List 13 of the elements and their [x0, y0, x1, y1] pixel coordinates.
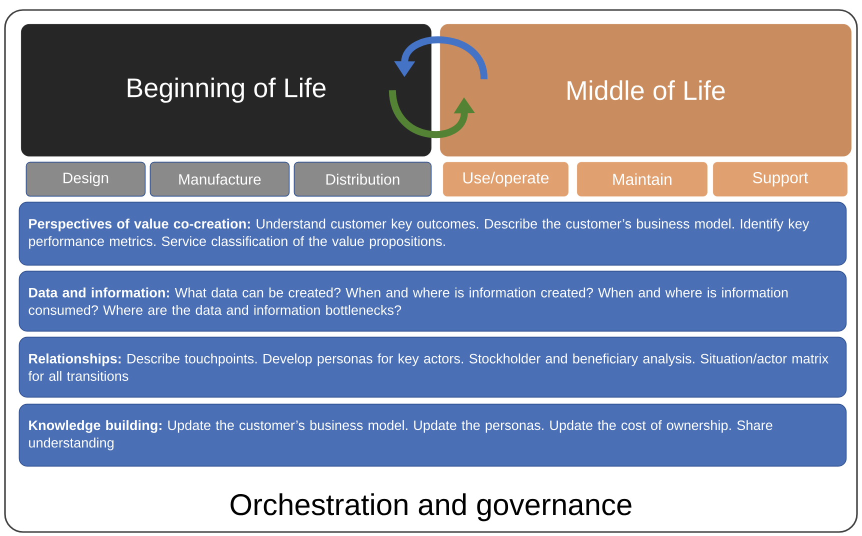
topic-box: Perspectives of value co-creation: Understand customer key outcomes. Describe the customer’s business model. Identify key performance metrics. Service classification of the value propositions.: [18, 202, 847, 266]
phase-box: Manufacture: [150, 162, 290, 197]
phase-box: Maintain: [577, 162, 708, 196]
phase-box: Distribution: [294, 162, 432, 197]
phase-box: Use/operate: [443, 162, 568, 196]
frame-title: Orchestration and governance: [230, 493, 632, 522]
topic-box: Data and information: What data can be created? When and where is information created? When and where is information consumed? Where are the data and information bottlenecks?: [18, 270, 847, 332]
stage-box: Beginning of Life: [21, 24, 432, 156]
topic-box: Knowledge building: Update the customer’s business model. Update the personas. Update the cost of ownership. Share understanding: [18, 404, 847, 467]
phase-box: Design: [26, 162, 146, 197]
topic-box: Relationships: Describe touchpoints. Develop personas for key actors. Stockholder and beneficiary analysis. Situation/actor matrix for all transitions: [18, 336, 847, 398]
phase-box: Support: [713, 162, 848, 196]
stage-box: Middle of Life: [440, 24, 852, 156]
